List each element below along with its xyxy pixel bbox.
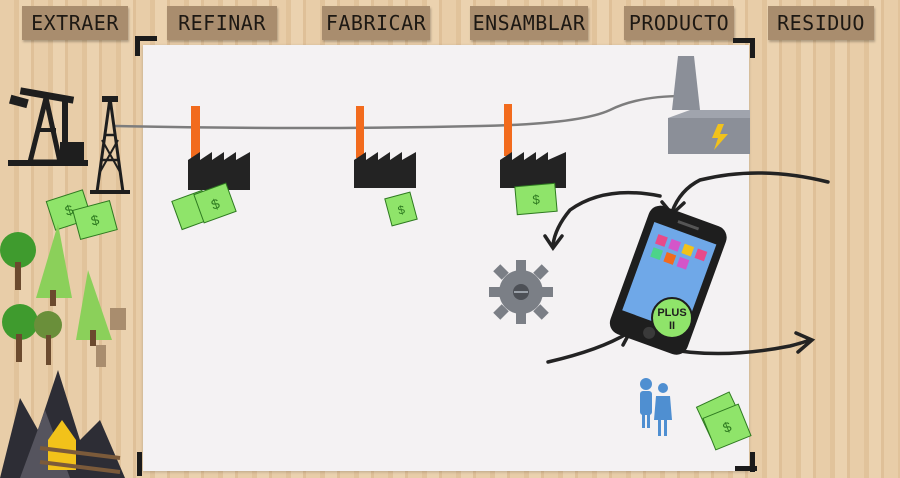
- tape-top-right-v: [750, 38, 755, 58]
- stage-label-refinar: REFINAR: [167, 6, 277, 40]
- plus-badge-line2: II: [669, 320, 675, 332]
- stage-label-residuo: RESIDUO: [768, 6, 874, 40]
- svg-text:$: $: [396, 202, 406, 217]
- mountain-icon: [0, 370, 125, 478]
- plus-badge-line1: PLUS: [657, 307, 686, 319]
- oil-pump-icon: [8, 87, 88, 166]
- tape-top-left-v: [135, 36, 140, 56]
- tape-top-left: [135, 36, 157, 41]
- stage-label-producto: PRODUCTO: [624, 6, 734, 40]
- stage-label-ensamblar: ENSAMBLAR: [470, 6, 588, 40]
- plus-badge: [651, 297, 693, 339]
- power-wire: [114, 94, 691, 130]
- factory-icon: [188, 106, 250, 190]
- lightning-icon: [712, 124, 728, 150]
- money-icon: $ $: [45, 189, 118, 241]
- smokestack-icon: [668, 56, 750, 154]
- money-icon: $: [384, 191, 418, 227]
- tape-bottom-left: [137, 452, 142, 476]
- tape-bottom-right-v: [750, 452, 755, 472]
- smartphone-icon: [609, 205, 727, 355]
- svg-text:$: $: [89, 211, 101, 229]
- factory-icon: [500, 104, 566, 188]
- tape-top-right: [733, 38, 755, 43]
- tree-icon: [0, 224, 126, 367]
- svg-text:$: $: [532, 192, 541, 208]
- people-icon: [640, 378, 672, 436]
- oil-derrick-icon: [90, 96, 130, 194]
- money-icon: $: [171, 182, 237, 231]
- gear-icon: [489, 260, 553, 324]
- tape-bottom-right: [735, 466, 757, 471]
- money-icon: $: [695, 391, 752, 451]
- factory-icon: [354, 106, 416, 188]
- stage-label-extraer: EXTRAER: [22, 6, 128, 40]
- stage-label-fabricar: FABRICAR: [322, 6, 430, 40]
- money-icon: $: [514, 182, 558, 216]
